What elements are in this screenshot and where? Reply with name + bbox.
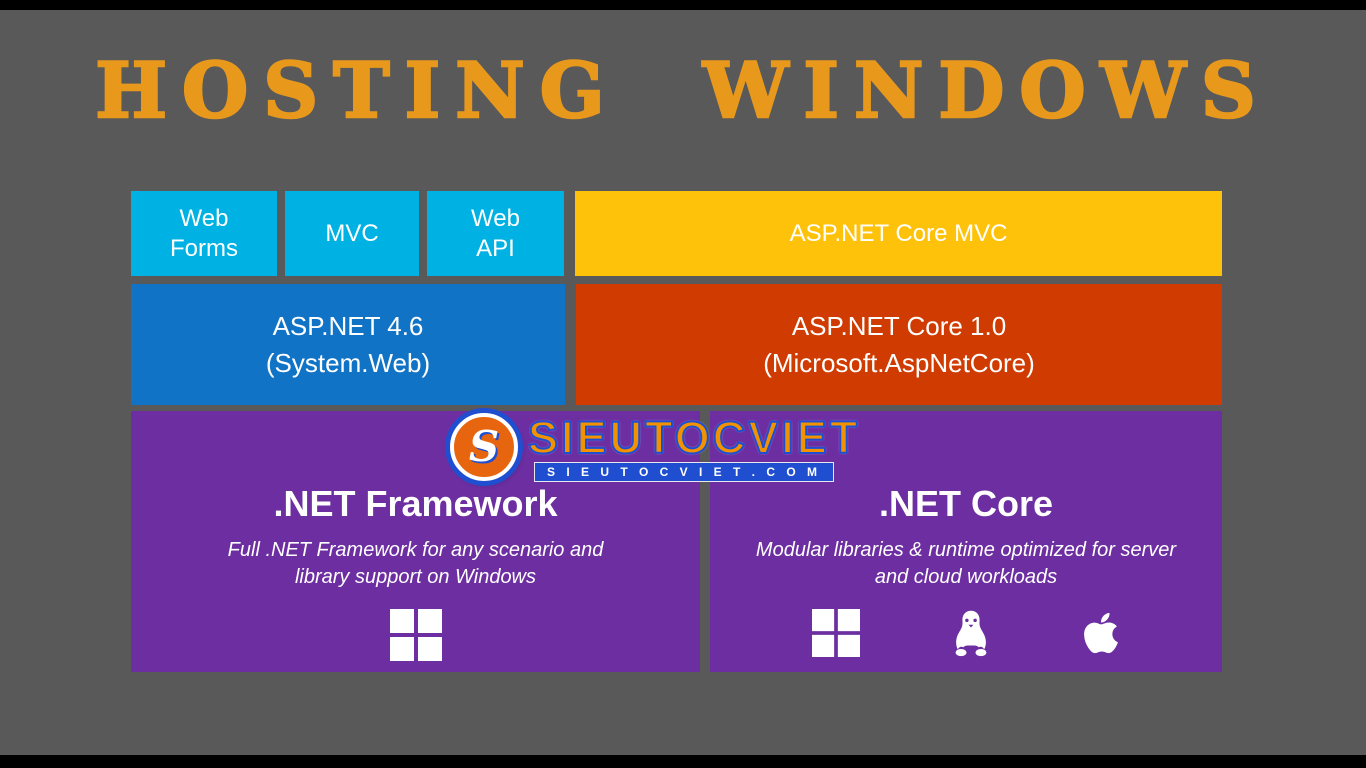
net-framework-description: Full .NET Framework for any scenario and… xyxy=(227,539,604,588)
mvc-box: MVC xyxy=(285,191,419,276)
watermark-name: SIEUTOCVIET xyxy=(527,412,861,463)
page-title: HOSTING WINDOWS xyxy=(94,45,1271,137)
watermark-logo: S SIEUTOCVIET S I E U T O C V I E T . C … xyxy=(450,413,860,482)
net-core-box: .NET Core Modular libraries & runtime op… xyxy=(710,411,1222,672)
aspnet-46-label: ASP.NET 4.6 (System.Web) xyxy=(266,308,430,381)
windows-logo-icon xyxy=(389,609,442,661)
linux-tux-icon xyxy=(955,610,987,657)
aspnet-46-line1: ASP.NET 4.6 xyxy=(272,311,424,342)
web-api-box: Web API xyxy=(427,191,564,276)
net-core-description: Modular libraries & runtime optimized fo… xyxy=(755,539,1177,588)
aspnet-core-10-box: ASP.NET Core 1.0 (Microsoft.AspNetCore) xyxy=(576,284,1222,405)
watermark-badge-letter: S xyxy=(468,422,500,471)
aspnet-core-mvc-box: ASP.NET Core MVC xyxy=(575,191,1222,276)
aspnet-core-10-label: ASP.NET Core 1.0 (Microsoft.AspNetCore) xyxy=(763,308,1035,381)
aspnet-core-mvc-label: ASP.NET Core MVC xyxy=(789,219,1008,247)
top-black-bar xyxy=(0,0,1366,10)
mvc-label: MVC xyxy=(325,219,379,247)
watermark-badge-icon: S xyxy=(450,413,518,481)
bottom-black-bar xyxy=(0,755,1366,768)
net-framework-box: .NET Framework Full .NET Framework for a… xyxy=(131,411,700,672)
aspnet-core-10-line1: ASP.NET Core 1.0 xyxy=(791,311,1007,342)
web-forms-box: Web Forms xyxy=(131,191,277,276)
windows-logo-icon xyxy=(812,609,860,657)
runtime-row: ASP.NET 4.6 (System.Web) ASP.NET Core 1.… xyxy=(131,284,1222,405)
watermark-text-block: SIEUTOCVIET S I E U T O C V I E T . C O … xyxy=(527,412,861,482)
apple-logo-icon xyxy=(1084,612,1118,654)
frameworks-row: Web Forms MVC Web API ASP.NET Core MVC xyxy=(131,191,1222,276)
web-api-label: Web API xyxy=(471,204,520,262)
platform-row: .NET Framework Full .NET Framework for a… xyxy=(131,411,1222,672)
net-framework-platform-icons xyxy=(389,609,442,661)
aspnet-46-box: ASP.NET 4.6 (System.Web) xyxy=(131,284,565,405)
net-core-platform-icons xyxy=(812,609,1120,657)
aspnet-core-10-line2: (Microsoft.AspNetCore) xyxy=(763,347,1035,378)
watermark-domain: S I E U T O C V I E T . C O M xyxy=(534,462,835,482)
web-forms-label: Web Forms xyxy=(170,204,238,262)
net-framework-title: .NET Framework xyxy=(273,483,558,524)
aspnet-46-line2: (System.Web) xyxy=(265,347,431,378)
net-core-title: .NET Core xyxy=(878,483,1054,524)
